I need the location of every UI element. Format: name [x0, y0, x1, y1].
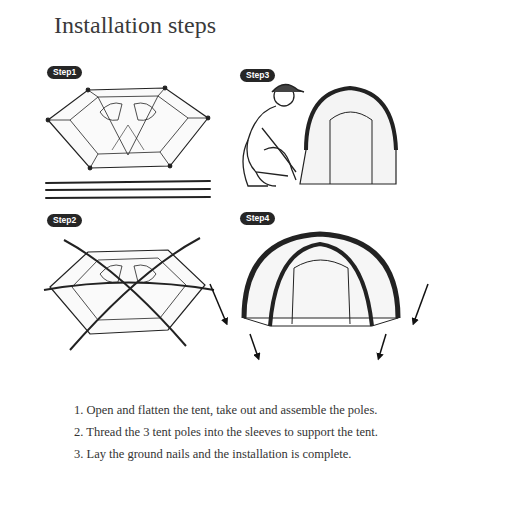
step-badge: Step1: [47, 66, 82, 79]
page-title: Installation steps: [54, 12, 216, 39]
step-badge: Step3: [240, 69, 275, 82]
instruction-step: 2. Thread the 3 tent poles into the slee…: [74, 425, 378, 440]
step-label: Step4: [246, 213, 269, 224]
instruction-step: 1. Open and flatten the tent, take out a…: [74, 403, 377, 418]
step-badge: Step4: [240, 212, 275, 225]
step-label: Step1: [53, 67, 76, 78]
step-label: Step2: [53, 215, 76, 226]
crouching-person: [243, 84, 396, 186]
stake-arrows: [210, 284, 428, 357]
step-label: Step3: [246, 70, 269, 81]
flat-tent: [46, 86, 210, 170]
threaded-tent: [44, 238, 214, 350]
step-badge: Step2: [47, 214, 82, 227]
tent-poles: [46, 181, 210, 198]
instruction-step: 3. Lay the ground nails and the installa…: [74, 447, 351, 462]
standing-tent: [244, 234, 398, 326]
